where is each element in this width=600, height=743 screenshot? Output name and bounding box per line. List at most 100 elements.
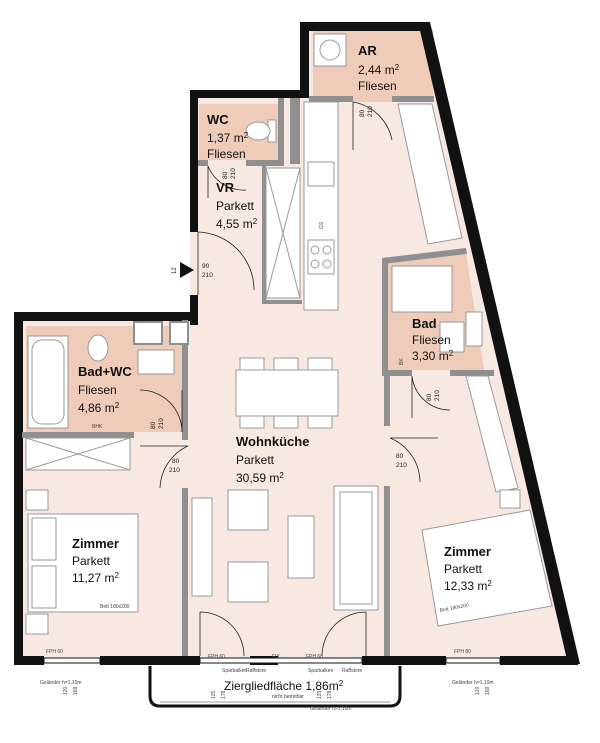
label-sparbalken-2: Sparbalken (308, 668, 334, 674)
windows (43, 657, 501, 664)
label-fph-1: FPH 60 (46, 649, 63, 655)
wall-west-outer (14, 312, 23, 664)
label-raffstore-1: Raffstore (246, 668, 266, 674)
wall-bad-top (382, 248, 467, 264)
door-ar-w: 80 (359, 109, 366, 117)
doors (139, 101, 451, 657)
furniture (25, 33, 553, 635)
kitchen-shaft-2 (169, 321, 189, 345)
room-badwc-floor: Fliesen (78, 383, 117, 397)
wall-zimmer2-left-lower (384, 486, 390, 656)
wall-badwc-bottom (22, 432, 134, 438)
chair-3 (307, 357, 333, 371)
bad-washer (465, 311, 483, 347)
wall-wc-right (278, 98, 284, 164)
wall-badwc-right (182, 320, 188, 440)
door-zimmer1-h: 210 (169, 467, 180, 474)
wall-zimmer1-right (182, 488, 188, 656)
loggia (148, 666, 402, 708)
wall-south-1 (14, 656, 44, 665)
room-wohnkueche-area: 30,59 m2 (236, 471, 284, 486)
bad-sink (439, 321, 465, 353)
zimmer1-pillow-2 (31, 565, 57, 609)
door-badwc (139, 389, 183, 433)
label-raffstore-2: Raffstore (342, 668, 362, 674)
zimmer1-wardrobe-x2 (25, 437, 131, 471)
room-loggia-name: Ziergliedfläche 1,86m2 (224, 679, 344, 694)
sideboard (191, 497, 213, 597)
door-bad-w: 80 (426, 393, 433, 401)
kitchen-counter (303, 101, 339, 311)
label-fph-2: FPH 60 (208, 654, 225, 660)
door-badwc-h: 210 (158, 418, 165, 429)
wall-zimmer2-left (384, 376, 390, 426)
room-ar-area: 2,44 m2 (358, 63, 400, 78)
door-entry-h: 210 (202, 272, 213, 279)
wall-south-2 (100, 656, 200, 665)
room-zimmer1-floor: Parkett (72, 554, 111, 568)
wall-step-mid (14, 312, 198, 321)
inner-walls (22, 96, 494, 656)
hob-4 (322, 259, 332, 269)
door-zimmer2-h: 210 (396, 462, 407, 469)
room-zimmer2-name: Zimmer (444, 544, 491, 559)
room-wc-floor: Fliesen (207, 147, 246, 161)
dining-table (235, 369, 339, 417)
wall-wc-bottom-right (246, 160, 284, 166)
wall-bad-bottom-right (450, 370, 494, 376)
label-ht-8: 168 (485, 686, 491, 695)
label-sparbalken-1: Sparbalken (222, 668, 248, 674)
label-ht-5: 125 (317, 690, 323, 699)
room-badwc-area: 4,86 m2 (78, 401, 120, 416)
coffee-table (287, 515, 315, 579)
zimmer2-bed (421, 509, 553, 627)
chair-4 (239, 415, 265, 429)
door-ar (352, 101, 393, 150)
door-bad-h: 210 (434, 390, 441, 401)
wall-west-upper (190, 90, 198, 232)
kitchen-oven (307, 239, 335, 275)
wall-ar-bottom (309, 96, 353, 102)
wall-vr-bottom (262, 300, 302, 304)
wall-west-entry-lower (190, 295, 198, 325)
hall-wardrobe-x2 (265, 167, 301, 299)
badwc-toilet (87, 334, 109, 362)
door-entry (197, 231, 255, 295)
entry-number: 12 (172, 267, 178, 274)
loggia-outline (148, 666, 402, 708)
label-bhk: BHK (92, 424, 103, 430)
label-ht-2: 168 (73, 686, 79, 695)
walls (14, 22, 580, 665)
wall-bad-bottom (382, 370, 412, 376)
label-fph-3: FPH 60 (306, 654, 323, 660)
chair-2 (273, 357, 299, 371)
badwc-sink (137, 349, 175, 375)
label-ht-7: 120 (475, 686, 481, 695)
washing-machine-drum (319, 39, 341, 61)
door-balcony-1 (199, 611, 245, 657)
armchair-1 (227, 489, 269, 531)
door-wc-h: 210 (230, 168, 237, 179)
chair-1 (239, 357, 265, 371)
zimmer1-nightstand-1 (25, 489, 49, 511)
door-balcony-2 (321, 611, 367, 657)
room-zimmer1-area: 11,27 m2 (72, 571, 119, 586)
misc-labels: GS BHK BK Bett 180x200 Bett 180x200 FPH … (40, 221, 494, 712)
wall-ar-bottom-right (392, 96, 434, 102)
door-zimmer1 (140, 445, 189, 489)
door-labels: 80 210 80 210 90 210 80 210 80 210 80 21… (150, 106, 441, 474)
label-nicht-betretbar: nicht betretbar (272, 694, 304, 700)
room-wohnkueche-name: Wohnküche (236, 434, 309, 449)
zimmer1-pillow-1 (31, 517, 57, 561)
door-entry-w: 90 (202, 263, 210, 270)
hob-2 (322, 245, 332, 255)
room-zimmer2-area: 12,33 m2 (444, 579, 492, 594)
label-fph-4: FPH 80 (454, 649, 471, 655)
hob-3 (310, 259, 320, 269)
wall-ar-left (300, 22, 309, 96)
room-badwc-name: Bad+WC (78, 364, 132, 379)
room-bad-floor: Fliesen (412, 333, 451, 347)
zimmer2-nightstand (499, 489, 521, 509)
zimmer1-nightstand-2 (25, 613, 49, 635)
zimmer2-wardrobe (465, 375, 519, 493)
